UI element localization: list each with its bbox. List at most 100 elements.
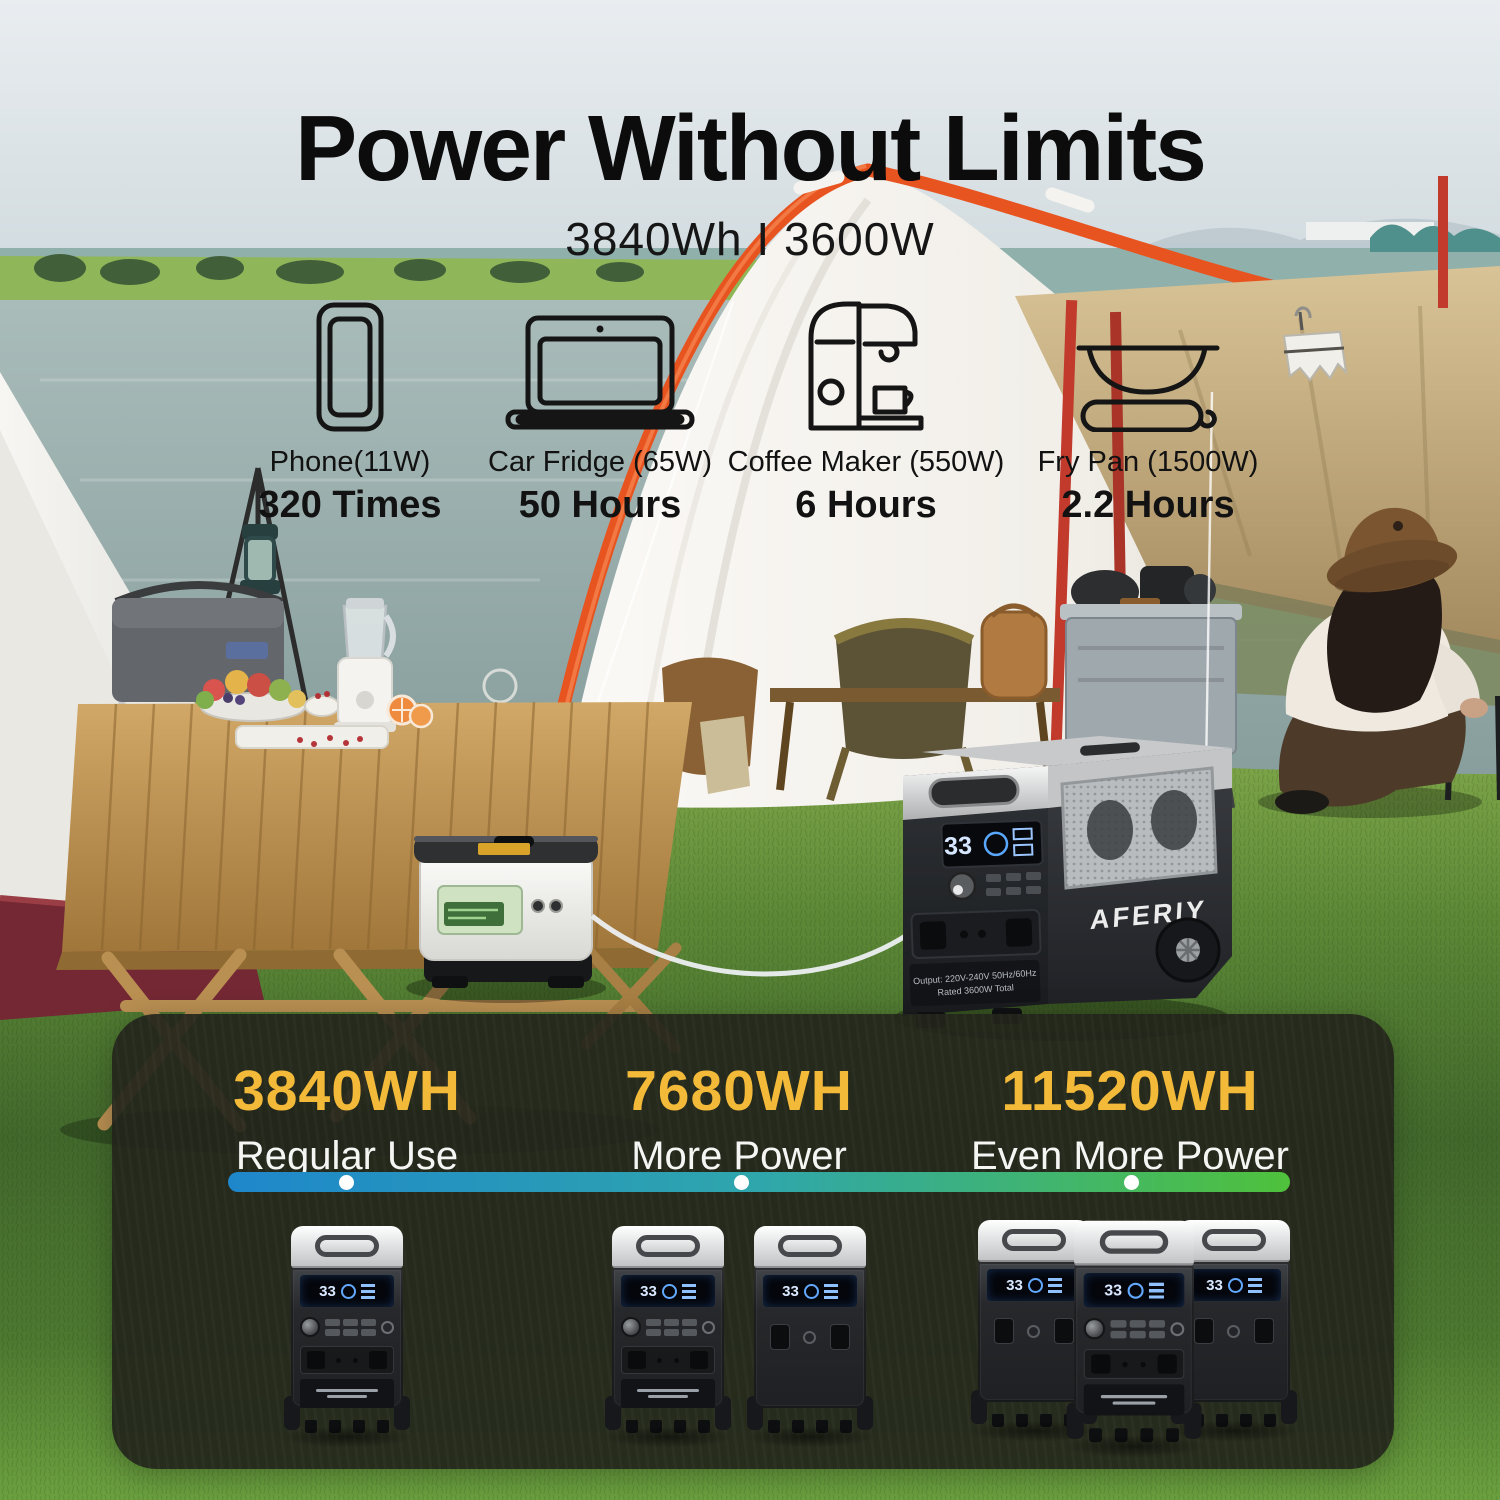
- capacity-label: Regular Use: [235, 1134, 459, 1178]
- port: [1054, 1318, 1075, 1344]
- spec-label-panel: [1083, 1384, 1185, 1416]
- power-button-icon: [1170, 1321, 1185, 1336]
- fruit-plate: [196, 670, 340, 722]
- coffee-maker-icon: [716, 298, 1016, 432]
- capacity-options-panel: 3840WH Regular Use 7680WH More Power 115…: [112, 1014, 1394, 1469]
- progress-dot: [1124, 1175, 1139, 1190]
- port: [769, 1324, 790, 1350]
- progress-dot: [734, 1175, 749, 1190]
- appliance-usage-row: Phone(11W) 320 Times Car Fridge (65W) 50…: [0, 298, 1500, 528]
- guy-rope: [596, 301, 735, 703]
- ac-socket: [368, 1351, 387, 1369]
- power-station-unit: 33: [600, 1226, 736, 1448]
- page-title: Power Without Limits: [295, 96, 1207, 200]
- knob-icon: [1083, 1318, 1106, 1340]
- grapefruit: [386, 694, 434, 729]
- battery-ports: [763, 1319, 857, 1355]
- lcd-ring-icon: [1227, 1277, 1243, 1293]
- button-grid: [646, 1318, 697, 1336]
- station-shadow: [742, 1426, 878, 1448]
- car-fridge-icon: [450, 298, 750, 432]
- station-handle: [315, 1235, 379, 1257]
- port: [1254, 1318, 1275, 1344]
- appliance-phone: Phone(11W) 320 Times: [200, 298, 500, 527]
- power-station-unit: 33: [742, 1226, 878, 1448]
- svg-text:33: 33: [944, 832, 973, 861]
- capacity-value: 11520WH: [1001, 1059, 1259, 1123]
- station-group-more: 33: [600, 1226, 878, 1448]
- power-station-hero: AFERIY 33 Output: 220: [894, 736, 1232, 1041]
- ac-socket: [307, 1351, 325, 1369]
- port-button: [803, 1330, 817, 1344]
- person: [1204, 391, 1500, 818]
- port: [1193, 1318, 1214, 1344]
- lcd-value: 33: [1206, 1276, 1223, 1294]
- ac-hole: [336, 1357, 342, 1363]
- capacity-label: More Power: [631, 1134, 847, 1178]
- battery-ports: [1187, 1313, 1281, 1349]
- lcd-bars-icon: [1148, 1282, 1164, 1299]
- station-body: 33: [1074, 1265, 1194, 1416]
- power-station-unit: 33: [966, 1220, 1102, 1442]
- lcd-ring-icon: [803, 1283, 819, 1299]
- station-lcd: 33: [621, 1275, 715, 1307]
- lcd-value: 33: [640, 1282, 657, 1300]
- battery-ports: [987, 1313, 1081, 1349]
- station-group-regular: 33: [279, 1226, 415, 1448]
- appliance-value: 320 Times: [258, 484, 442, 526]
- station-handle: [1002, 1229, 1066, 1251]
- port-button: [1227, 1324, 1241, 1338]
- station-body: 33: [754, 1268, 866, 1408]
- appliance-car-fridge: Car Fridge (65W) 50 Hours: [450, 298, 750, 527]
- station-shadow: [279, 1426, 415, 1448]
- station-handle: [1099, 1230, 1169, 1254]
- serving-tray: [235, 725, 389, 749]
- lcd-bars-icon: [360, 1283, 375, 1299]
- ac-hole: [1122, 1361, 1128, 1367]
- lcd-ring-icon: [1127, 1282, 1144, 1299]
- lcd-value: 33: [1104, 1281, 1123, 1300]
- station-shadow: [1062, 1434, 1206, 1459]
- far-trees-right: [1370, 224, 1500, 252]
- ac-hole: [657, 1357, 663, 1363]
- option-even-more-power: 11520WH Even More Power: [920, 1058, 1340, 1179]
- station-top-cap: [978, 1220, 1090, 1262]
- ac-outlet-panel: [621, 1346, 715, 1374]
- station-lcd: 33: [1187, 1269, 1281, 1301]
- button-grid: [1110, 1319, 1166, 1338]
- hanging-lantern: [1282, 306, 1348, 382]
- capacity-progress-bar: [228, 1172, 1290, 1192]
- lcd-ring-icon: [340, 1283, 356, 1299]
- phone-icon: [200, 298, 500, 432]
- ac-outlet-panel: [1083, 1349, 1185, 1379]
- spec-label-panel: [300, 1379, 394, 1408]
- option-regular-use: 3840WH Regular Use: [137, 1058, 557, 1179]
- lcd-bars-icon: [681, 1283, 696, 1299]
- station-controls: [1083, 1314, 1185, 1344]
- appliance-label: Coffee Maker (550W): [727, 446, 1005, 478]
- station-group-even-more: 33: [966, 1220, 1302, 1459]
- hero: Power Without Limits 3840Wh Ι 3600W: [0, 0, 1500, 266]
- port-button: [1027, 1324, 1041, 1338]
- button-grid: [325, 1318, 376, 1336]
- lcd-ring-icon: [661, 1283, 677, 1299]
- camp-chair-center: [482, 618, 1060, 802]
- progress-dot: [339, 1175, 354, 1190]
- station-body: 33: [1178, 1262, 1290, 1402]
- appliance-label: Car Fridge (65W): [488, 446, 712, 478]
- ac-outlet-panel: [300, 1346, 394, 1374]
- appliance-fry-pan: Fry Pan (1500W) 2.2 Hours: [998, 298, 1298, 527]
- capacity-value: 7680WH: [625, 1059, 853, 1123]
- station-handle: [778, 1235, 842, 1257]
- ac-socket: [628, 1351, 646, 1369]
- capacity-label: Even More Power: [971, 1134, 1289, 1178]
- capacity-value: 3840WH: [233, 1059, 461, 1123]
- station-controls: [621, 1313, 715, 1341]
- power-station-unit: 33: [1166, 1220, 1302, 1442]
- lcd-value: 33: [319, 1282, 336, 1300]
- power-station-unit: 33: [279, 1226, 415, 1448]
- power-button-icon: [381, 1320, 394, 1334]
- port: [830, 1324, 851, 1350]
- ac-socket: [1157, 1354, 1177, 1374]
